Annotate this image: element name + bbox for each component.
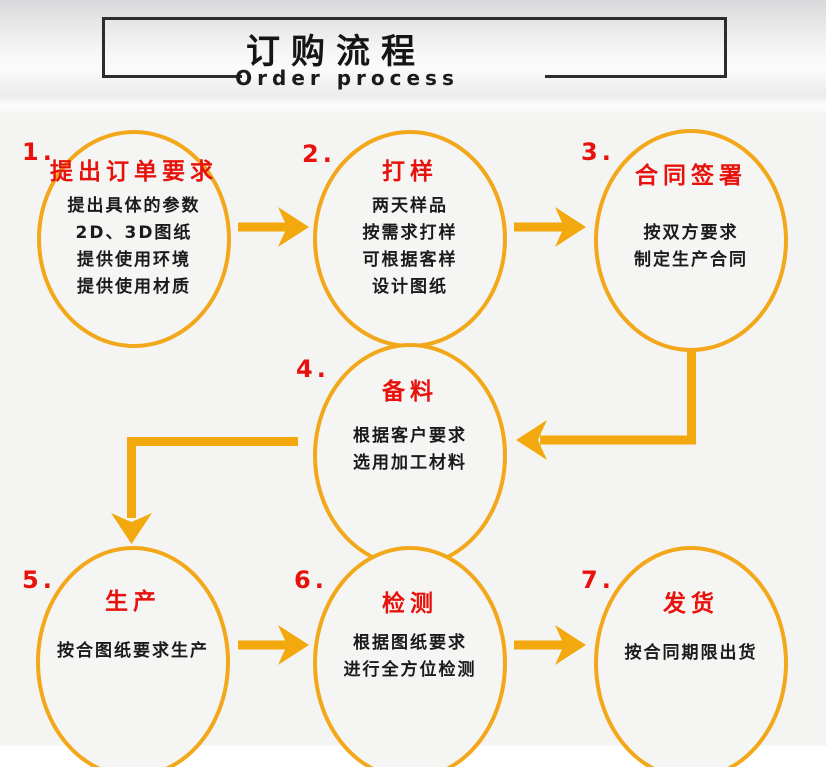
step-detail-line: 制定生产合同 [634,250,748,270]
step-detail-line: 按合同期限出货 [624,643,758,663]
step-title: 提出订单要求 [50,159,218,185]
step-detail-line: 设计图纸 [372,277,448,297]
step-number-2: 2. [302,140,336,168]
step-number-6: 6. [294,566,328,594]
step-title: 发货 [663,591,719,617]
step-details: 按合图纸要求生产 [57,638,209,665]
step-detail-line: 按需求打样 [362,223,458,243]
title-box-underline-left [102,75,242,78]
step-detail-line: 按双方要求 [643,223,739,243]
step-number-3: 3. [581,138,615,166]
step-detail-line: 可根据客样 [362,250,458,270]
step-title: 备料 [382,379,438,405]
step-title: 打样 [382,159,438,185]
step-details: 两天样品按需求打样可根据客样设计图纸 [363,193,458,301]
arrow-step5-to-step6-icon [238,625,309,665]
step-circle-material-preparation: 备料 根据客户要求选用加工材料 [313,343,507,568]
arrow-step2-to-step3-icon [514,207,586,247]
step-details: 提出具体的参数 2D、3D图纸提供使用环境提供使用材质 [68,193,201,301]
step-number-5: 5. [22,566,56,594]
step-detail-line: 根据客户要求 [353,426,467,446]
step-detail-line: 按合图纸要求生产 [57,641,209,661]
step-title: 合同签署 [635,163,747,189]
step-detail-line: 提出具体的参数 [67,196,201,216]
step-detail-line: 2D、3D图纸 [75,223,193,243]
step-circle-production: 生产 按合图纸要求生产 [36,546,230,767]
step-number-1: 1. [22,138,56,166]
step-detail-line: 根据图纸要求 [353,633,467,653]
step-detail-line: 选用加工材料 [353,453,467,473]
page-title: 订购流程 [246,32,426,72]
page-subtitle: Order process [235,66,459,90]
step-detail-line: 进行全方位检测 [343,660,477,680]
step-detail-line: 两天样品 [372,196,448,216]
title-box [102,17,727,78]
step-title: 检测 [382,591,438,617]
step-number-7: 7. [581,566,615,594]
step-detail-line: 提供使用环境 [77,250,191,270]
step-detail-line: 提供使用材质 [77,277,191,297]
step-circle-inspection: 检测 根据图纸要求进行全方位检测 [313,546,507,767]
step-circle-contract-signing: 合同签署 按双方要求制定生产合同 [594,129,788,352]
step-details: 根据客户要求选用加工材料 [353,423,467,477]
step-circle-order-request: 提出订单要求 提出具体的参数 2D、3D图纸提供使用环境提供使用材质 [37,130,231,348]
title-box-underline-right [545,75,727,78]
step-details: 根据图纸要求进行全方位检测 [344,630,477,684]
arrow-step1-to-step2-icon [238,207,309,247]
step-title: 生产 [105,589,161,615]
step-details: 按双方要求制定生产合同 [634,220,748,274]
step-circle-sampling: 打样 两天样品按需求打样可根据客样设计图纸 [313,130,507,348]
step-details: 按合同期限出货 [625,640,758,667]
arrow-step6-to-step7-icon [514,625,586,665]
elbow-arrow-step4-to-step5-icon [111,437,298,544]
step-number-4: 4. [296,355,330,383]
step-circle-shipment: 发货 按合同期限出货 [594,546,788,767]
elbow-arrow-step3-to-step4-icon [516,328,696,460]
